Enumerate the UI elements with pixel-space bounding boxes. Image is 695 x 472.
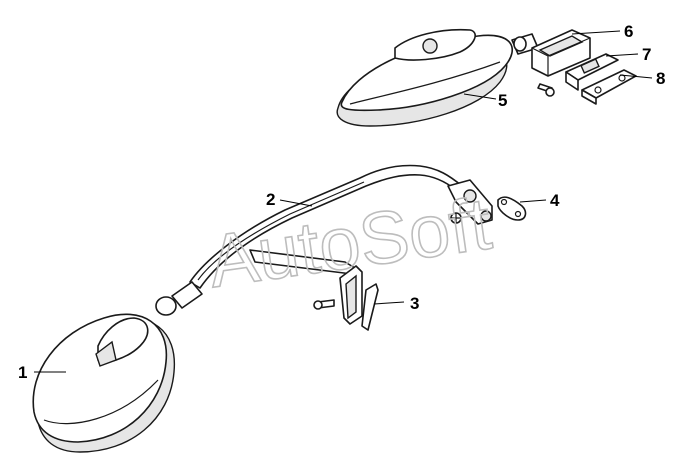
bracket-housing: [531, 29, 591, 77]
callout-3: 3: [410, 294, 419, 313]
mounting-bracket: [339, 265, 379, 331]
link-plate: [497, 196, 527, 221]
leader-lines: [34, 30, 653, 373]
callout-4: 4: [550, 191, 560, 210]
callout-2: 2: [266, 190, 275, 209]
support-arm-tube: [155, 164, 493, 316]
mirror-head-lower: [32, 313, 176, 453]
screw-upper: [537, 83, 555, 97]
screw-lower: [313, 299, 335, 310]
gasket-plate: [565, 53, 619, 91]
callout-1: 1: [18, 363, 27, 382]
callout-5: 5: [498, 91, 507, 110]
base-plate: [581, 69, 637, 105]
callout-6: 6: [624, 22, 633, 41]
callout-7: 7: [642, 45, 651, 64]
mirror-head-upper: [336, 28, 514, 127]
bolt-clamp: [450, 212, 462, 224]
callout-labels: 1 2 3 4 5 6 7 8: [18, 22, 665, 382]
callout-8: 8: [656, 69, 665, 88]
